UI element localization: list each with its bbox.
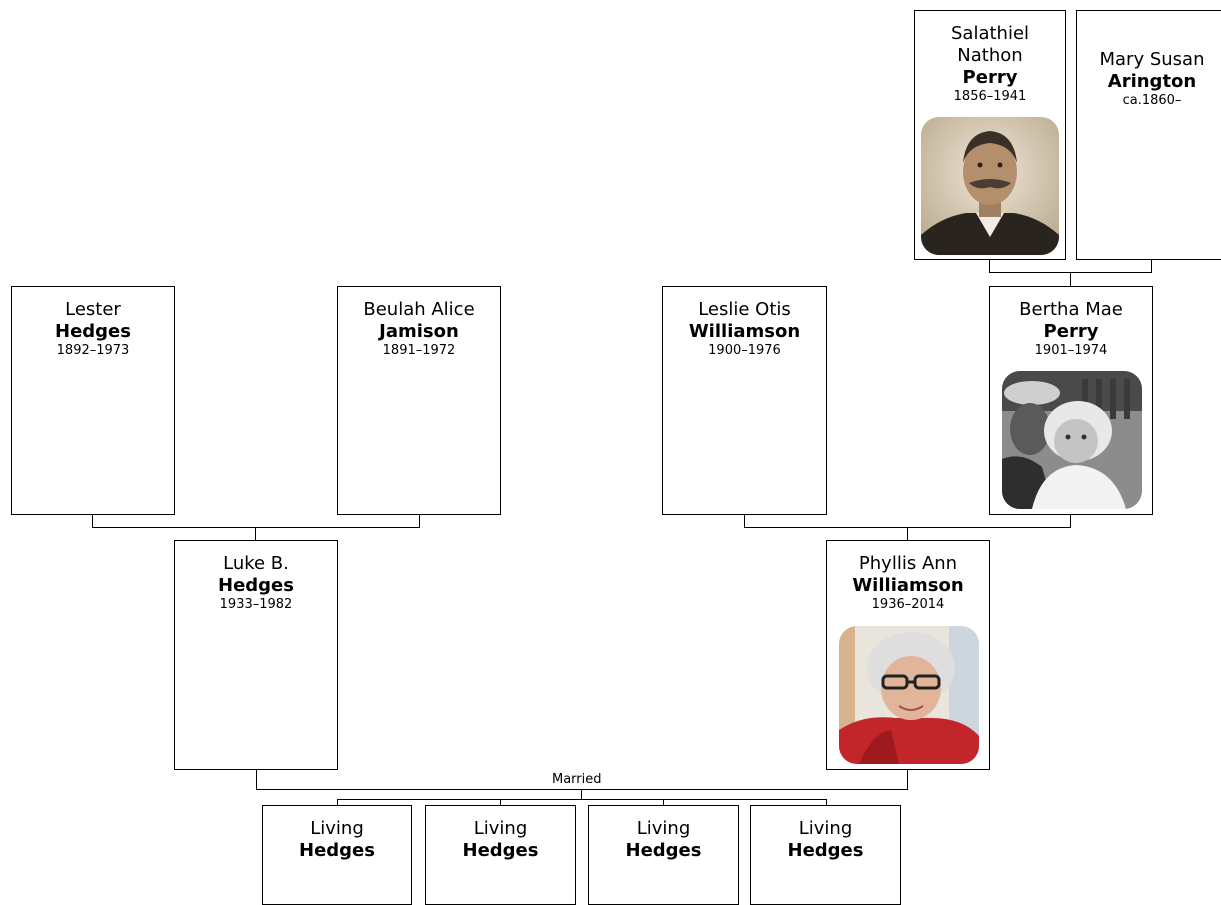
life-dates: 1856–1941 — [953, 89, 1027, 104]
life-dates: 1933–1982 — [219, 597, 293, 612]
given-name: Salathiel — [950, 23, 1030, 44]
given-name: Lester — [65, 299, 121, 320]
person-card-child[interactable]: Living Hedges — [750, 805, 901, 905]
connector-line — [581, 789, 582, 799]
person-card-salathiel-perry[interactable]: Salathiel Nathon Perry 1856–1941 — [914, 10, 1066, 260]
connector-line — [907, 527, 908, 541]
connector-line — [92, 515, 93, 527]
surname: Perry — [962, 67, 1018, 88]
person-card-child[interactable]: Living Hedges — [588, 805, 739, 905]
portrait-photo — [1002, 371, 1142, 509]
given-name: Living — [636, 818, 691, 839]
given-name: Beulah Alice — [363, 299, 475, 320]
surname: Williamson — [688, 321, 801, 342]
connector-line — [92, 527, 420, 528]
surname: Williamson — [852, 575, 964, 596]
given-name: Living — [310, 818, 364, 839]
person-card-bertha-perry[interactable]: Bertha Mae Perry 1901–1974 — [989, 286, 1153, 515]
connector-line — [744, 515, 745, 527]
portrait-photo — [921, 117, 1059, 255]
given-name: Bertha Mae — [1019, 299, 1123, 320]
connector-line — [1070, 272, 1071, 287]
person-card-lester-hedges[interactable]: Lester Hedges 1892–1973 — [11, 286, 175, 515]
connector-line — [337, 799, 827, 800]
connector-line — [907, 770, 908, 789]
connector-line — [419, 515, 420, 527]
given-name: Luke B. — [223, 553, 289, 574]
person-card-luke-hedges[interactable]: Luke B. Hedges 1933–1982 — [174, 540, 338, 770]
person-card-leslie-williamson[interactable]: Leslie Otis Williamson 1900–1976 — [662, 286, 827, 515]
surname: Jamison — [379, 321, 459, 342]
connector-line — [826, 799, 827, 806]
person-card-child[interactable]: Living Hedges — [262, 805, 412, 905]
surname: Perry — [1043, 321, 1099, 342]
connector-line — [663, 799, 664, 806]
portrait-photo — [839, 626, 979, 764]
person-card-phyllis-williamson[interactable]: Phyllis Ann Williamson 1936–2014 — [826, 540, 990, 770]
connector-line — [500, 799, 501, 806]
surname: Hedges — [218, 575, 294, 596]
life-dates: 1901–1974 — [1034, 343, 1108, 358]
connector-line — [255, 527, 256, 541]
given-name: Living — [798, 818, 853, 839]
connector-line — [1070, 515, 1071, 527]
given-name: Mary Susan — [1099, 49, 1205, 70]
given-name: Phyllis Ann — [858, 553, 958, 574]
connector-line — [256, 770, 257, 789]
surname: Hedges — [299, 840, 375, 861]
connector-line — [337, 799, 338, 806]
marriage-line — [256, 789, 908, 790]
life-dates: 1936–2014 — [871, 597, 945, 612]
married-label: Married — [552, 772, 602, 787]
life-dates: ca.1860– — [1122, 93, 1182, 108]
life-dates: 1892–1973 — [56, 343, 130, 358]
person-card-mary-arington[interactable]: Mary Susan Arington ca.1860– — [1076, 10, 1221, 260]
connector-line — [1151, 260, 1152, 272]
connector-line — [989, 260, 990, 272]
person-card-beulah-jamison[interactable]: Beulah Alice Jamison 1891–1972 — [337, 286, 501, 515]
given-name: Leslie Otis — [698, 299, 791, 320]
life-dates: 1900–1976 — [708, 343, 781, 358]
surname: Arington — [1107, 71, 1197, 92]
surname: Hedges — [625, 840, 702, 861]
life-dates: 1891–1972 — [382, 343, 456, 358]
given-name: Living — [473, 818, 528, 839]
person-card-child[interactable]: Living Hedges — [425, 805, 576, 905]
given-name: Nathon — [957, 45, 1023, 66]
surname: Hedges — [462, 840, 539, 861]
surname: Hedges — [787, 840, 864, 861]
surname: Hedges — [55, 321, 131, 342]
